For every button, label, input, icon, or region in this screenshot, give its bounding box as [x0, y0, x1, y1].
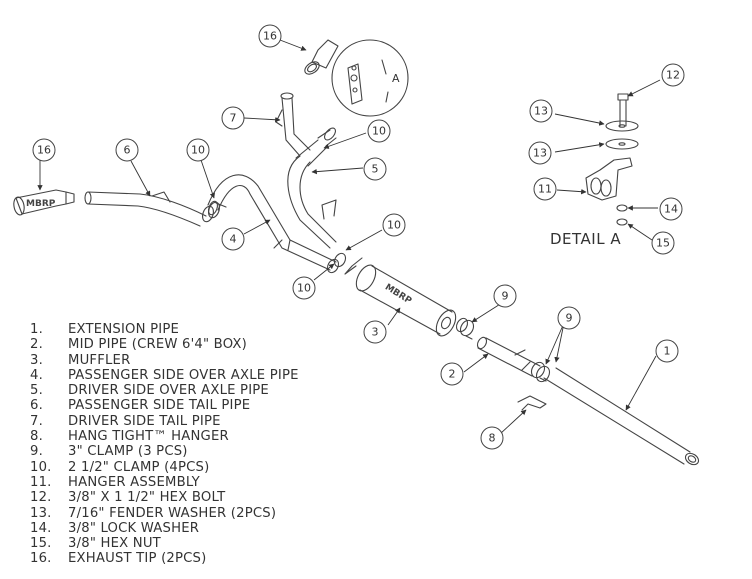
- detail-ref-letter: A: [392, 72, 400, 85]
- clamp-2-5in-tail: [202, 201, 227, 223]
- parts-list-item: 14. 3/8" LOCK WASHER: [30, 521, 299, 536]
- part-number: 4.: [30, 367, 43, 383]
- part-number: 2.: [30, 337, 43, 353]
- detail-a-parts: [585, 93, 639, 226]
- callout-circles: [32, 24, 685, 450]
- parts-list-item: 9. 3" CLAMP (3 PCS): [30, 444, 299, 459]
- parts-list-item: 12. 3/8" X 1 1/2" HEX BOLT: [30, 490, 299, 505]
- part-label: EXTENSION PIPE: [68, 322, 180, 337]
- leader-lines: [37, 39, 661, 435]
- part-number: 9.: [30, 444, 43, 460]
- parts-list-item: 13. 7/16" FENDER WASHER (2PCS): [30, 506, 299, 521]
- parts-list-item: 5. DRIVER SIDE OVER AXLE PIPE: [30, 383, 299, 398]
- part-label: 7/16" FENDER WASHER (2PCS): [68, 505, 277, 521]
- detail-a-label: DETAIL A: [550, 230, 621, 248]
- callout-5: 5: [372, 163, 379, 176]
- callout-10-right: 10: [387, 219, 401, 232]
- callout-14: 14: [664, 203, 678, 216]
- callout-16-top: 16: [263, 30, 277, 43]
- part-label: 2 1/2" CLAMP (4PCS): [68, 459, 210, 475]
- parts-list-item: 3. MUFFLER: [30, 353, 299, 368]
- part-number: 15.: [30, 536, 52, 552]
- callout-11: 11: [538, 183, 552, 196]
- callout-10-lower: 10: [297, 282, 311, 295]
- callout-2: 2: [449, 368, 456, 381]
- part-number: 3.: [30, 352, 43, 368]
- part-label: HANG TIGHT™ HANGER: [68, 429, 229, 445]
- passenger-tail-pipe: [84, 191, 207, 227]
- part-label: PASSENGER SIDE TAIL PIPE: [68, 398, 251, 414]
- part-number: 10.: [30, 459, 52, 475]
- callout-1: 1: [664, 345, 671, 358]
- tip-brand-text: MBRP: [26, 199, 56, 209]
- part-number: 16.: [30, 551, 52, 567]
- part-number: 6.: [30, 398, 43, 414]
- exhaust-tip-top: [304, 39, 339, 75]
- parts-list-item: 16. EXHAUST TIP (2PCS): [30, 551, 299, 566]
- part-label: HANGER ASSEMBLY: [68, 474, 200, 490]
- exhaust-tip-left: MBRP: [13, 189, 75, 216]
- callout-4: 4: [230, 233, 237, 246]
- part-number: 1.: [30, 322, 43, 337]
- part-label: PASSENGER SIDE OVER AXLE PIPE: [68, 367, 299, 383]
- extension-pipe: [543, 367, 700, 466]
- callout-6: 6: [124, 144, 131, 157]
- callout-8: 8: [489, 432, 496, 445]
- part-number: 8.: [30, 429, 43, 445]
- callout-7: 7: [230, 112, 237, 125]
- parts-list-item: 2. MID PIPE (CREW 6'4" BOX): [30, 337, 299, 352]
- part-number: 11.: [30, 474, 52, 490]
- clamp-3in: [455, 317, 551, 383]
- parts-list-item: 10. 2 1/2" CLAMP (4PCS): [30, 460, 299, 475]
- part-number: 7.: [30, 413, 43, 429]
- muffler: MBRP: [344, 257, 457, 337]
- muffler-brand-text: MBRP: [383, 282, 414, 306]
- part-label: 3/8" X 1 1/2" HEX BOLT: [68, 490, 226, 506]
- parts-list-item: 1. EXTENSION PIPE: [30, 322, 299, 337]
- parts-list-item: 7. DRIVER SIDE TAIL PIPE: [30, 414, 299, 429]
- callout-10-upper: 10: [372, 125, 386, 138]
- part-label: EXHAUST TIP (2PCS): [68, 551, 207, 567]
- mid-pipe: [476, 336, 541, 377]
- callout-12: 12: [666, 69, 680, 82]
- detail-a-reference: A: [331, 39, 409, 117]
- part-label: DRIVER SIDE OVER AXLE PIPE: [68, 383, 269, 399]
- callout-3: 3: [372, 326, 379, 339]
- callout-15: 15: [656, 237, 670, 250]
- part-label: 3/8" HEX NUT: [68, 536, 161, 552]
- callout-9-lower: 9: [566, 312, 573, 325]
- part-number: 13.: [30, 505, 52, 521]
- callout-10-tail: 10: [191, 144, 205, 157]
- part-number: 14.: [30, 520, 52, 536]
- part-label: 3/8" LOCK WASHER: [68, 520, 200, 536]
- driver-tail-pipe: [275, 92, 311, 157]
- callout-9-upper: 9: [502, 290, 509, 303]
- part-number: 5.: [30, 383, 43, 399]
- parts-list-item: 15. 3/8" HEX NUT: [30, 536, 299, 551]
- parts-list-item: 11. HANGER ASSEMBLY: [30, 475, 299, 490]
- hang-tight-hanger: [517, 395, 547, 411]
- part-label: MUFFLER: [68, 352, 131, 368]
- clamp-2-5in-inlet: [326, 252, 347, 274]
- part-number: 12.: [30, 490, 52, 506]
- callout-16-left: 16: [37, 144, 51, 157]
- parts-list-item: 4. PASSENGER SIDE OVER AXLE PIPE: [30, 368, 299, 383]
- callout-13-upper: 13: [534, 105, 548, 118]
- part-label: DRIVER SIDE TAIL PIPE: [68, 413, 221, 429]
- parts-list-item: 6. PASSENGER SIDE TAIL PIPE: [30, 398, 299, 413]
- driver-over-axle-pipe: [287, 127, 337, 249]
- parts-list-item: 8. HANG TIGHT™ HANGER: [30, 429, 299, 444]
- part-label: 3" CLAMP (3 PCS): [68, 444, 188, 460]
- part-label: MID PIPE (CREW 6'4" BOX): [68, 337, 248, 353]
- parts-list: 1. EXTENSION PIPE 2. MID PIPE (CREW 6'4" BO…: [30, 322, 299, 567]
- callout-13-lower: 13: [533, 147, 547, 160]
